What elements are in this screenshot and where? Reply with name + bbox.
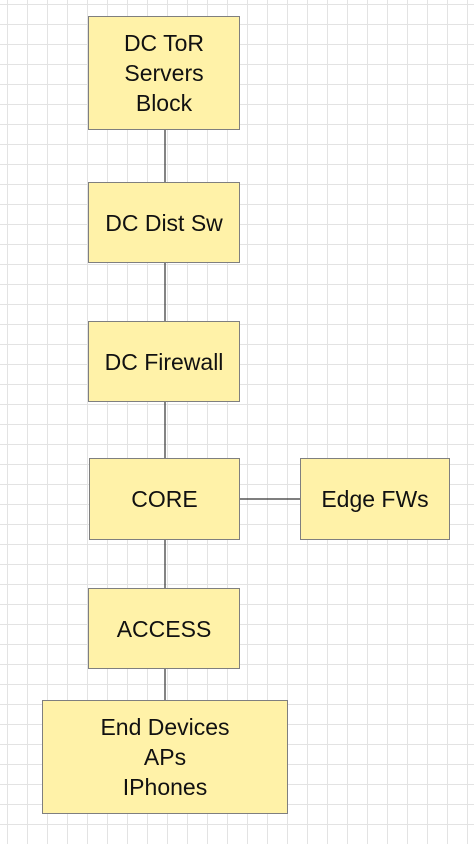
node-dc-dist-sw-label: DC Dist Sw — [105, 209, 223, 236]
node-end-devices-line-2: APs — [143, 744, 187, 770]
node-dc-tor-text: DC ToR Servers Block — [124, 28, 204, 118]
node-dc-tor-servers-block[interactable]: DC ToR Servers Block — [88, 16, 240, 130]
node-access-label: ACCESS — [116, 615, 212, 642]
node-edge-fws[interactable]: Edge FWs — [300, 458, 450, 540]
node-end-devices-line-1: End Devices — [100, 714, 230, 740]
node-core-label: CORE — [131, 486, 198, 512]
node-core[interactable]: CORE — [89, 458, 240, 540]
node-access[interactable]: ACCESS — [88, 588, 240, 669]
node-end-devices[interactable]: End Devices APs IPhones — [42, 700, 288, 814]
node-end-devices-text: End Devices APs IPhones — [100, 712, 229, 802]
node-dc-tor-line-1: DC ToR — [123, 30, 205, 56]
node-end-devices-line-3: IPhones — [122, 774, 208, 800]
node-dc-tor-line-3: Block — [135, 90, 193, 116]
node-edge-fws-label: Edge FWs — [321, 486, 429, 512]
node-dc-dist-sw[interactable]: DC Dist Sw — [88, 182, 240, 263]
node-dc-firewall[interactable]: DC Firewall — [88, 321, 240, 402]
node-dc-firewall-label: DC Firewall — [104, 348, 224, 375]
node-dc-tor-line-2: Servers — [124, 60, 204, 86]
